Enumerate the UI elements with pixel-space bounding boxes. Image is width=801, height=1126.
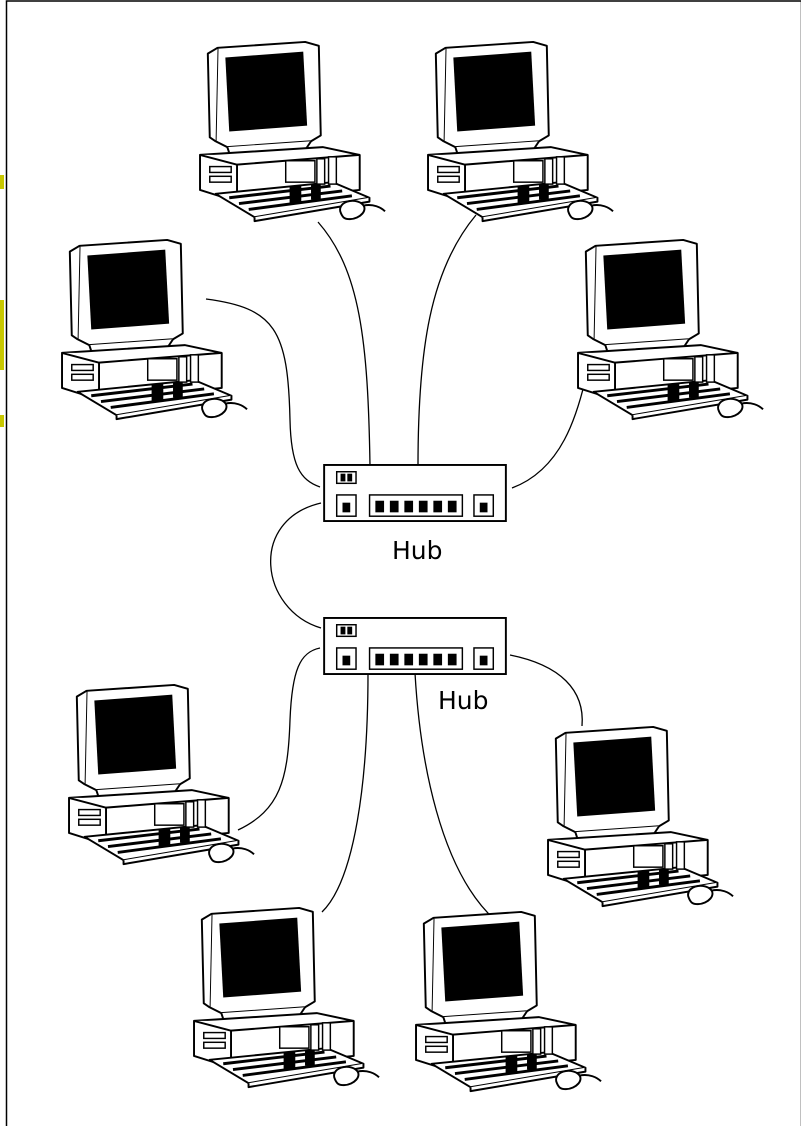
left-edge-mark	[0, 415, 4, 427]
hub-device-2	[323, 617, 507, 675]
cable-pc2-hub1	[417, 214, 477, 467]
hub-device-1	[323, 464, 507, 522]
cable-hub1-hub2	[270, 502, 322, 629]
computer-pc-7	[192, 906, 381, 1089]
left-edge-mark	[0, 300, 4, 370]
computer-pc-8	[414, 910, 603, 1093]
hub-label-2: Hub	[438, 686, 489, 715]
cables	[205, 214, 591, 921]
computer-pc-5	[67, 683, 256, 866]
computer-pc-3	[60, 238, 249, 421]
computer-pc-4	[576, 238, 765, 421]
cable-pc8-hub2	[509, 654, 583, 727]
cable-pc3-hub1	[205, 298, 321, 488]
cable-pc7-hub2	[414, 672, 496, 921]
computer-pc-6	[546, 725, 735, 908]
page-frame	[5, 0, 801, 1126]
cable-pc5-hub2	[237, 647, 321, 831]
hub-label-1: Hub	[392, 536, 443, 565]
cable-pc1-hub1	[317, 221, 371, 467]
computer-pc-2	[426, 40, 615, 223]
cable-pc6-hub2	[321, 672, 369, 913]
computer-pc-1	[198, 40, 387, 223]
left-edge-mark	[0, 175, 4, 189]
